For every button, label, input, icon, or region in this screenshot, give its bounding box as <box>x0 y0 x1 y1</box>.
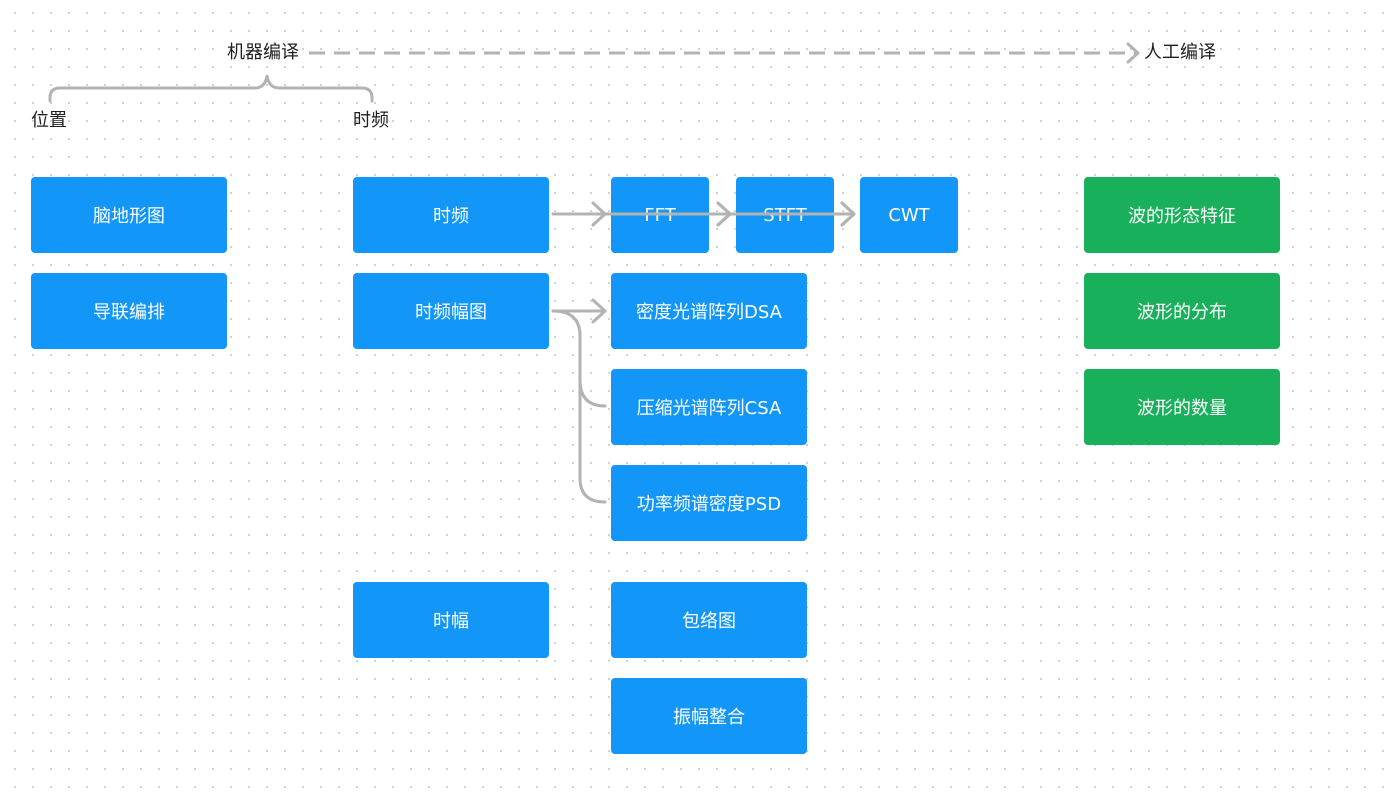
chain-overlay-head-stft <box>716 201 732 227</box>
node-topographic-map[interactable]: 脑地形图 <box>31 177 227 253</box>
arrow-head-cwt <box>840 201 856 227</box>
arrow-head-fft <box>591 201 607 227</box>
node-amplitude-integration[interactable]: 振幅整合 <box>611 678 807 754</box>
dashed-arrow-head <box>1126 42 1140 64</box>
node-time-frequency-map[interactable]: 时频幅图 <box>353 273 549 349</box>
node-lead-montage[interactable]: 导联编排 <box>31 273 227 349</box>
position-label: 位置 <box>31 110 67 131</box>
time-frequency-label: 时频 <box>353 110 389 131</box>
node-waveform-count[interactable]: 波形的数量 <box>1084 369 1280 445</box>
node-psd[interactable]: 功率频谱密度PSD <box>611 465 807 541</box>
node-fft[interactable]: FFT <box>611 177 709 253</box>
node-csa[interactable]: 压缩光谱阵列CSA <box>611 369 807 445</box>
node-time-amplitude[interactable]: 时幅 <box>353 582 549 658</box>
node-dsa[interactable]: 密度光谱阵列DSA <box>611 273 807 349</box>
branch-to-csa <box>578 378 607 408</box>
branch-trunk <box>551 309 607 504</box>
arrow-head-stft <box>716 201 732 227</box>
node-waveform-distribution[interactable]: 波形的分布 <box>1084 273 1280 349</box>
node-cwt[interactable]: CWT <box>860 177 958 253</box>
arrow-head-dsa <box>591 298 607 324</box>
chain-overlay-head-cwt <box>840 201 856 227</box>
machine-compilation-label: 机器编译 <box>227 42 299 63</box>
node-stft[interactable]: STFT <box>736 177 834 253</box>
manual-compilation-label: 人工编译 <box>1144 42 1216 63</box>
curly-brace <box>48 74 374 103</box>
node-envelope[interactable]: 包络图 <box>611 582 807 658</box>
node-wave-morphology[interactable]: 波的形态特征 <box>1084 177 1280 253</box>
node-time-frequency[interactable]: 时频 <box>353 177 549 253</box>
